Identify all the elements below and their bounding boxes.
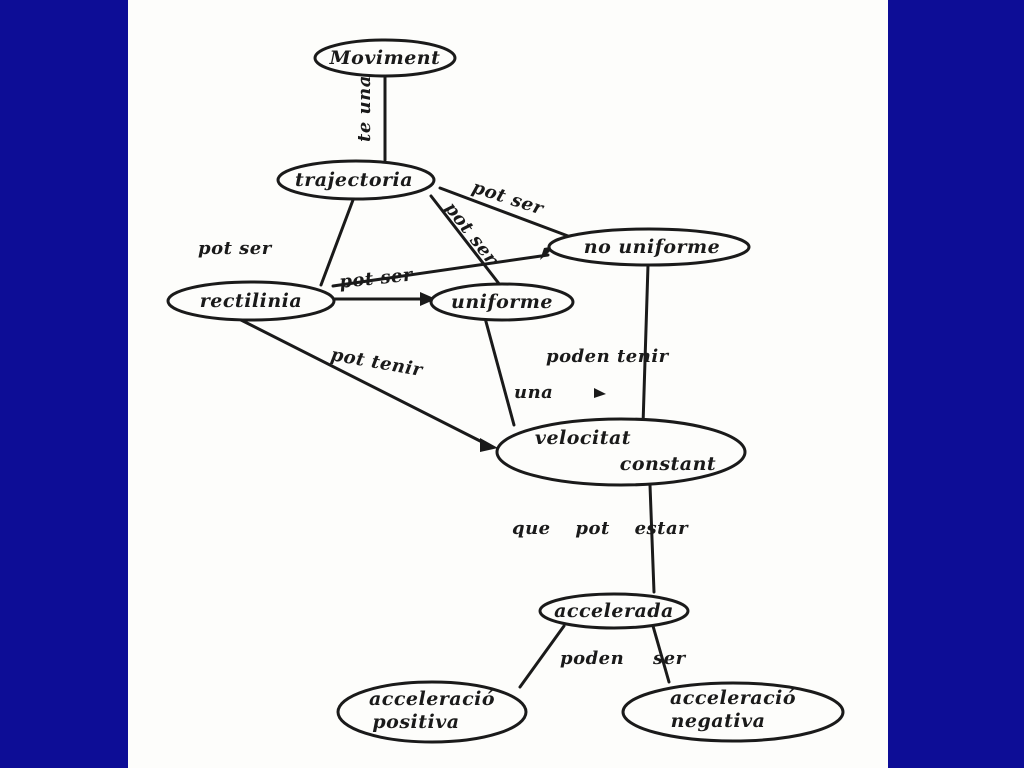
- link-una: una: [514, 382, 553, 403]
- node-rectilinia: [166, 280, 336, 322]
- node-no-uniforme: [547, 227, 751, 267]
- edge-trajectoria-uniforme: [429, 194, 502, 287]
- edge-accelerada-negativa: [651, 624, 671, 684]
- node-uniforme: [429, 282, 575, 322]
- link-te-una: te una: [354, 75, 375, 142]
- node-trajectoria: [276, 159, 436, 201]
- edge-no-uniforme-velocitat: [641, 263, 650, 427]
- label-negativa-line1: acceleració: [670, 687, 796, 709]
- edge-rectilinia-no-uniforme: [331, 253, 550, 288]
- edge-velocitat-accelerada: [648, 483, 656, 594]
- edge-accelerada-positiva: [518, 624, 566, 689]
- edge-uniforme-velocitat: [483, 316, 516, 427]
- node-velocitat-constant: [495, 417, 747, 487]
- link-que-pot-estar: que pot estar: [512, 518, 689, 539]
- arrowhead-velocitat: [480, 438, 498, 452]
- edge-rectilinia-velocitat: [239, 318, 490, 447]
- arrowhead-una: [594, 388, 606, 398]
- label-rectilinia: rectilinia: [200, 290, 302, 312]
- label-positiva-line2: positiva: [372, 711, 459, 733]
- node-moviment: [313, 38, 457, 78]
- label-uniforme: uniforme: [451, 291, 553, 313]
- link-pot-ser-left: pot ser: [198, 238, 273, 259]
- link-poden-tenir: poden tenir: [546, 346, 670, 367]
- label-accelerada: accelerada: [554, 600, 674, 622]
- label-no-uniforme: no uniforme: [584, 236, 721, 258]
- node-accelerada: [538, 592, 690, 630]
- node-acceleracio-positiva: [336, 680, 528, 744]
- concept-map: Moviment trajectoria no uniforme rectili…: [166, 38, 845, 744]
- edge-trajectoria-rectilinia: [319, 198, 355, 287]
- edge-trajectoria-no-uniforme: [438, 186, 570, 238]
- node-acceleracio-negativa: [621, 681, 845, 743]
- label-constant: constant: [620, 453, 716, 475]
- link-poden-ser: poden ser: [560, 648, 687, 669]
- label-positiva-line1: acceleració: [369, 688, 495, 710]
- link-pot-ser-mid: pot ser: [338, 264, 415, 293]
- label-velocitat: velocitat: [535, 427, 631, 449]
- label-negativa-line2: negativa: [671, 710, 766, 732]
- label-trajectoria: trajectoria: [295, 169, 413, 191]
- label-moviment: Moviment: [329, 47, 441, 69]
- slide-page: Moviment trajectoria no uniforme rectili…: [128, 0, 888, 768]
- link-pot-tenir: pot tenir: [329, 344, 425, 381]
- arrowhead-uniforme: [420, 292, 436, 306]
